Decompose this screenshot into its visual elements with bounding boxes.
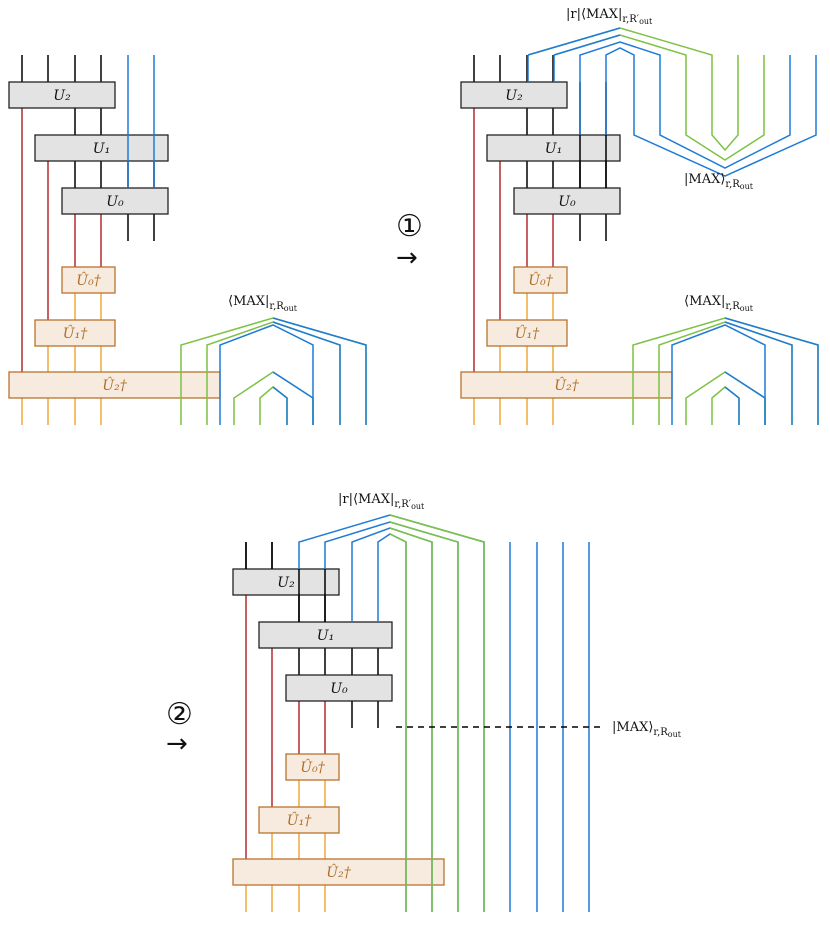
step-1-number: ① xyxy=(396,209,423,244)
gate-u0-dagger-box xyxy=(61,266,116,294)
gate-u0-dagger-label: Û₀† xyxy=(300,758,325,776)
wire-green-leg xyxy=(389,521,459,912)
gate-u2-dagger-label: Û₂† xyxy=(102,376,127,394)
wire-blue-cap xyxy=(724,317,819,425)
wire-blue-cap xyxy=(724,386,740,425)
gate-u2-box xyxy=(460,81,568,109)
gate-u0-box xyxy=(285,674,393,702)
gate-u0-dagger-label: Û₀† xyxy=(76,271,101,289)
gate-u1: U₁ xyxy=(258,621,393,649)
gate-u0-label: U₀ xyxy=(330,681,348,697)
gate-u2-box xyxy=(232,568,340,596)
gate-u2-label: U₂ xyxy=(277,575,295,591)
gate-u0-label: U₀ xyxy=(558,194,576,210)
wire-blue-cap xyxy=(272,317,367,425)
gate-u2-dagger: Û₂† xyxy=(8,371,221,399)
gate-u1-label: U₁ xyxy=(93,141,110,157)
gate-u0-box xyxy=(61,187,169,215)
step-1-arrow: → xyxy=(396,243,418,273)
gate-u1-box xyxy=(34,134,169,162)
wire-blue-cup xyxy=(579,41,791,169)
wire-blue xyxy=(553,34,621,56)
wire-blue-cap xyxy=(724,321,793,425)
gate-u1-label: U₁ xyxy=(317,628,334,644)
wire-blue-cap xyxy=(272,321,341,425)
gate-u1: U₁ xyxy=(486,134,621,162)
r-bra-max-label-panel-c: |r|⟨MAX|r,R′out xyxy=(338,492,425,511)
wire-blue-cap xyxy=(324,521,459,912)
panel-step-1: U₂ U₁ U₀ Û₀† Û₁† Û₂† xyxy=(460,27,819,425)
step-2-arrow: → xyxy=(166,729,188,759)
wire-blue xyxy=(527,27,621,56)
wire-blue-cap xyxy=(219,324,314,425)
wire-green-leg xyxy=(389,533,407,912)
wire-blue-cap xyxy=(351,527,433,912)
wire-green-leg xyxy=(389,527,433,912)
panel-step-2: U₂ U₁ U₀ Û₀† Û₁† Û₂† xyxy=(232,514,600,912)
gate-u2-label: U₂ xyxy=(53,88,71,104)
wire-green-cap xyxy=(685,371,766,425)
gate-u1-dagger: Û₁† xyxy=(34,319,116,347)
bra-max-label-panel-b: ⟨MAX|r,Rout xyxy=(684,294,754,313)
gate-u0: U₀ xyxy=(285,674,393,702)
gate-u1-dagger-box xyxy=(486,319,568,347)
gate-u0-box xyxy=(513,187,621,215)
gate-u0-dagger-box xyxy=(513,266,568,294)
ket-max-label-panel-c: |MAX⟩r,Rout xyxy=(612,720,682,739)
gate-u0-dagger-label: Û₀† xyxy=(528,271,553,289)
gate-u0-dagger-box xyxy=(285,753,340,781)
gate-u0-dagger: Û₀† xyxy=(61,266,116,294)
gate-u2-label: U₂ xyxy=(505,88,523,104)
wire-blue-cap xyxy=(724,371,766,425)
gate-u1-dagger: Û₁† xyxy=(258,806,340,834)
panel-initial: U₂ U₁ U₀ Û₀† Û₁† Û₂† xyxy=(8,55,367,425)
gate-u2-dagger-label: Û₂† xyxy=(326,863,351,881)
gate-u1-box xyxy=(486,134,621,162)
gate-u1-dagger: Û₁† xyxy=(486,319,568,347)
bra-max-label-panel-a: ⟨MAX|r,Rout xyxy=(228,294,298,313)
gate-u2: U₂ xyxy=(460,81,568,109)
gate-u1-dagger-box xyxy=(34,319,116,347)
wire-blue-cap xyxy=(272,371,314,425)
wire-blue-cap xyxy=(671,324,766,425)
gate-u2-dagger-label: Û₂† xyxy=(554,376,579,394)
gate-u2-dagger: Û₂† xyxy=(460,371,673,399)
gate-u0-dagger: Û₀† xyxy=(285,753,340,781)
gate-u1-dagger-label: Û₁† xyxy=(515,324,540,342)
gate-u1: U₁ xyxy=(34,134,169,162)
gate-u1-box xyxy=(258,621,393,649)
gate-u2: U₂ xyxy=(8,81,116,109)
wire-blue-cup xyxy=(605,47,817,177)
step-2-number: ② xyxy=(166,697,193,732)
wire-blue-cap xyxy=(272,386,288,425)
gate-u2: U₂ xyxy=(232,568,340,596)
gate-u2-dagger: Û₂† xyxy=(232,858,445,886)
ket-max-label-panel-b: |MAX⟩r,Rout xyxy=(684,172,754,191)
wire-blue-cap xyxy=(377,533,407,912)
gate-u1-dagger-box xyxy=(258,806,340,834)
r-bra-max-label-panel-b: |r|⟨MAX|r,R′out xyxy=(566,7,653,26)
wire-green-leg xyxy=(389,514,485,912)
gate-u0: U₀ xyxy=(513,187,621,215)
gate-u0-label: U₀ xyxy=(106,194,124,210)
wire-green-cap xyxy=(711,386,740,425)
gate-u0: U₀ xyxy=(61,187,169,215)
wire-green-cap xyxy=(259,386,288,425)
gate-u1-label: U₁ xyxy=(545,141,562,157)
wire-green-cap xyxy=(233,371,314,425)
gate-u2-dagger-box xyxy=(8,371,221,399)
gate-u2-box xyxy=(8,81,116,109)
gate-u2-dagger-box xyxy=(460,371,673,399)
gate-u1-dagger-label: Û₁† xyxy=(63,324,88,342)
gate-u2-dagger-box xyxy=(232,858,445,886)
gate-u0-dagger: Û₀† xyxy=(513,266,568,294)
gate-u1-dagger-label: Û₁† xyxy=(287,811,312,829)
